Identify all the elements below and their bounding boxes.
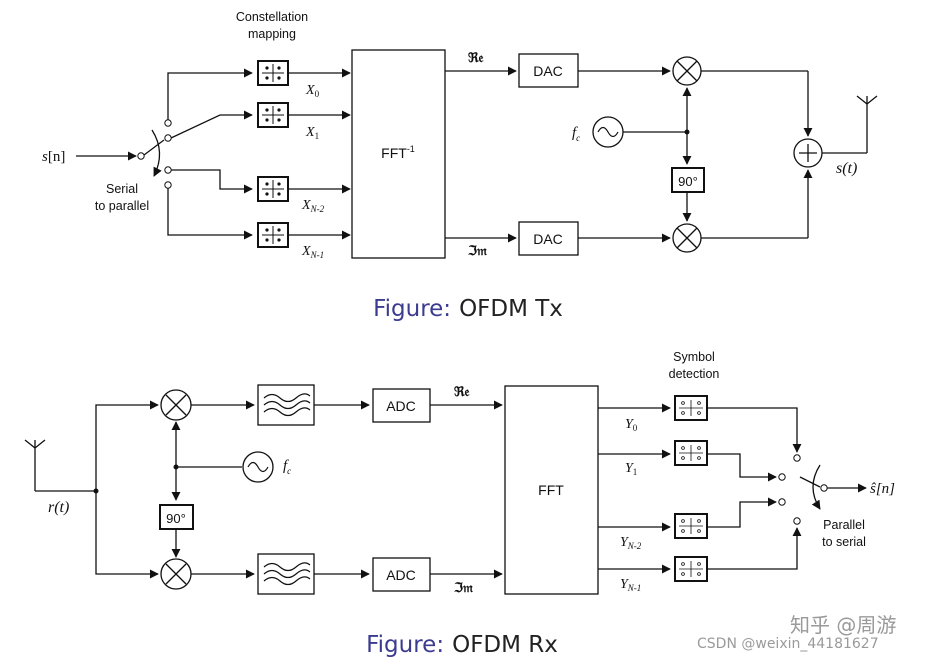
tx-mapper-n1 [257, 222, 289, 248]
rx-detector-0 [674, 395, 708, 421]
rx-parallel-label-2: to serial [822, 535, 866, 549]
tx-input-label: s[n] [42, 149, 65, 165]
rx-yn2-label: YN-2 [620, 535, 642, 551]
watermark-zhihu: 知乎 @周游 [790, 613, 896, 637]
rx-detector-1 [674, 440, 708, 466]
tx-fc-label: fc [572, 125, 580, 143]
rx-output-label: ŝ[n] [870, 481, 895, 497]
rx-fft-label: FFT [538, 482, 564, 498]
rx-fft-block [504, 385, 599, 595]
tx-oscillator [592, 116, 624, 148]
rx-adc-bottom [372, 557, 431, 592]
rx-y1-label: Y1 [625, 461, 637, 477]
tx-output-label: s(t) [836, 160, 857, 177]
rx-y0-label: Y0 [625, 417, 638, 433]
rx-input-label: r(t) [48, 499, 69, 516]
rx-diagram: r(t) fc 90° ADC [24, 350, 895, 658]
rx-filter-bottom [257, 553, 315, 595]
rx-re-label: ℜ𝔢 [454, 385, 470, 400]
tx-antenna-icon [856, 95, 878, 105]
tx-diagram: Constellation mapping s[n] Serial to par… [42, 10, 878, 322]
rx-adc-top [372, 388, 431, 423]
tx-phase-label: 90° [678, 174, 698, 189]
tx-dac-top-label: DAC [533, 63, 563, 79]
rx-mixer-bottom [160, 558, 192, 590]
tx-dac-top [518, 53, 579, 88]
tx-im-label: ℑ𝔪 [467, 244, 487, 259]
tx-xn1-label: XN-1 [301, 244, 324, 260]
rx-antenna-icon [24, 439, 46, 449]
watermark-csdn: CSDN @weixin_44181627 [697, 636, 879, 652]
tx-phase-shifter [671, 167, 705, 193]
rx-symbol-label-1: Symbol [673, 350, 715, 364]
tx-serial-label-1: Serial [106, 182, 138, 196]
tx-serial-label-2: to parallel [95, 199, 149, 213]
rx-adc-bottom-label: ADC [386, 567, 416, 583]
tx-mapper-n2 [257, 176, 289, 202]
tx-dac-bottom-label: DAC [533, 231, 563, 247]
rx-adc-top-label: ADC [386, 398, 416, 414]
tx-mapper-0 [257, 60, 289, 86]
tx-re-label: ℜ𝔢 [468, 51, 484, 66]
rx-mixer-top [160, 389, 192, 421]
rx-detector-n2 [674, 513, 708, 539]
tx-ifft-label: FFT-1 [381, 144, 415, 161]
tx-constellation-label-1: Constellation [236, 10, 308, 24]
rx-detector-n1 [674, 556, 708, 582]
tx-constellation-label-2: mapping [248, 27, 296, 41]
tx-ifft-block [351, 49, 446, 259]
tx-xn2-label: XN-2 [301, 198, 325, 214]
rx-phase-label: 90° [166, 511, 186, 526]
tx-x0-label: X0 [305, 83, 320, 99]
tx-summer [793, 138, 823, 168]
tx-x1-label: X1 [305, 125, 319, 141]
rx-caption: Figure:OFDM Rx [366, 632, 558, 658]
tx-dac-bottom [518, 221, 579, 256]
rx-fc-label: fc [283, 458, 291, 476]
rx-filter-top [257, 384, 315, 426]
rx-parallel-switch [778, 454, 828, 525]
tx-caption: Figure:OFDM Tx [373, 296, 563, 322]
rx-im-label: ℑ𝔪 [453, 581, 473, 596]
rx-yn1-label: YN-1 [620, 577, 641, 593]
tx-mixer-top [672, 56, 702, 86]
rx-parallel-label-1: Parallel [823, 518, 865, 532]
rx-symbol-label-2: detection [669, 367, 720, 381]
rx-oscillator [242, 451, 274, 483]
tx-mapper-1 [257, 102, 289, 128]
tx-serial-switch [137, 119, 172, 189]
tx-mixer-bottom [672, 223, 702, 253]
